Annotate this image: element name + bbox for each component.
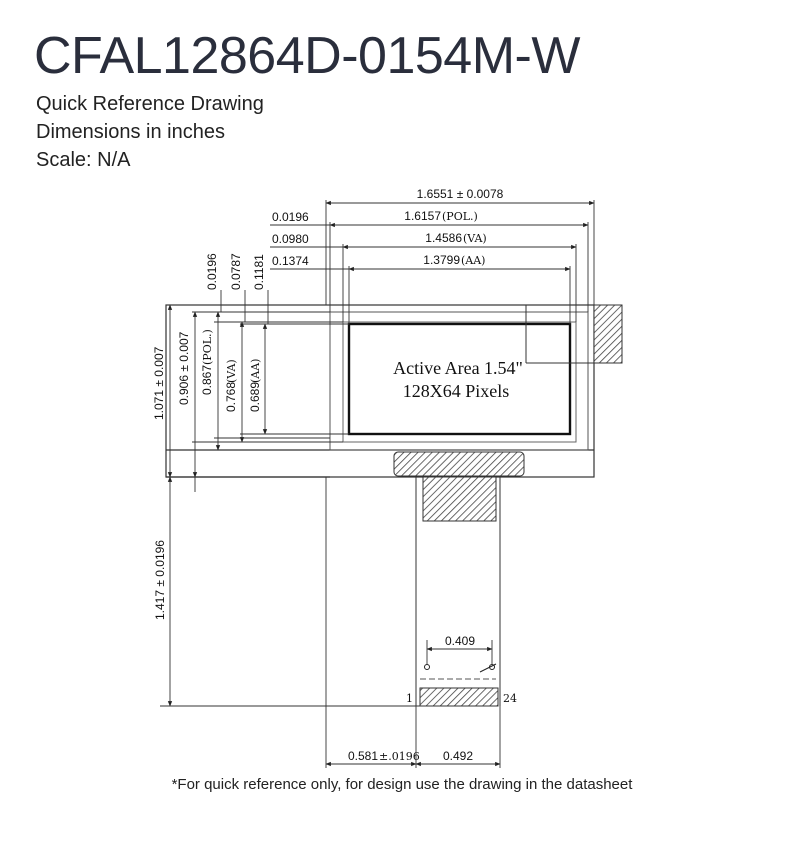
- aa-height-suffix: (AA): [249, 359, 262, 383]
- left-offset-3-dim: 0.1374: [272, 254, 309, 268]
- scale-label: Scale: N/A: [36, 149, 131, 171]
- top-offset-3-dim: 0.1181: [252, 254, 266, 290]
- va-width-suffix: (VA): [463, 232, 487, 245]
- overall-width-dim: 1.6551 ± 0.0078: [417, 187, 504, 201]
- height-2-dim: 0.906 ± 0.007: [177, 331, 191, 405]
- aa-width-dim: 1.3799: [423, 253, 460, 267]
- units-label: Dimensions in inches: [36, 121, 225, 143]
- top-offset-2-dim: 0.0787: [229, 253, 243, 290]
- va-height-dim: 0.768: [224, 382, 238, 412]
- fpc-stiffener: [393, 451, 525, 477]
- overall-height-dim: 1.071 ± 0.007: [152, 346, 166, 420]
- polarizer-outline: [329, 311, 589, 451]
- viewing-area-outline: [342, 321, 577, 443]
- left-offset-1-dim: 0.0196: [272, 210, 309, 224]
- va-height-suffix: (VA): [225, 359, 238, 383]
- pol-width-suffix: (POL.): [442, 210, 478, 223]
- va-width-dim: 1.4586: [425, 231, 462, 245]
- pin-24-label: 24: [503, 692, 517, 705]
- active-area-label: Active Area 1.54": [393, 358, 523, 378]
- aa-height-dim: 0.689: [248, 382, 262, 412]
- pixel-count-label: 128X64 Pixels: [403, 381, 510, 401]
- aa-width-suffix: (AA): [461, 254, 485, 267]
- active-area-outline: [347, 322, 572, 436]
- pol-width-dim: 1.6157: [404, 209, 441, 223]
- tail-length-dim: 1.417 ± 0.0196: [153, 540, 167, 620]
- tail-offset-tol: ±.0196: [379, 750, 420, 763]
- page-title: CFAL12864D-0154M-W: [34, 27, 580, 85]
- drawing-type-label: Quick Reference Drawing: [36, 93, 264, 115]
- top-offset-1-dim: 0.0196: [205, 253, 219, 290]
- tail-offset-dim: 0.581: [348, 749, 378, 763]
- footer-note: *For quick reference only, for design us…: [171, 776, 633, 793]
- pol-height-suffix: (POL.): [201, 329, 214, 365]
- side-tab: [593, 304, 623, 364]
- fpc-contacts: [419, 687, 499, 707]
- pin-span-dim: 0.409: [445, 634, 475, 648]
- fpc-tail: [415, 477, 501, 706]
- tail-width-dim: 0.492: [443, 749, 473, 763]
- pin-1-label: 1: [406, 692, 413, 705]
- left-offset-2-dim: 0.0980: [272, 232, 309, 246]
- fpc-neck: [422, 476, 497, 522]
- pol-height-dim: 0.867: [200, 365, 214, 395]
